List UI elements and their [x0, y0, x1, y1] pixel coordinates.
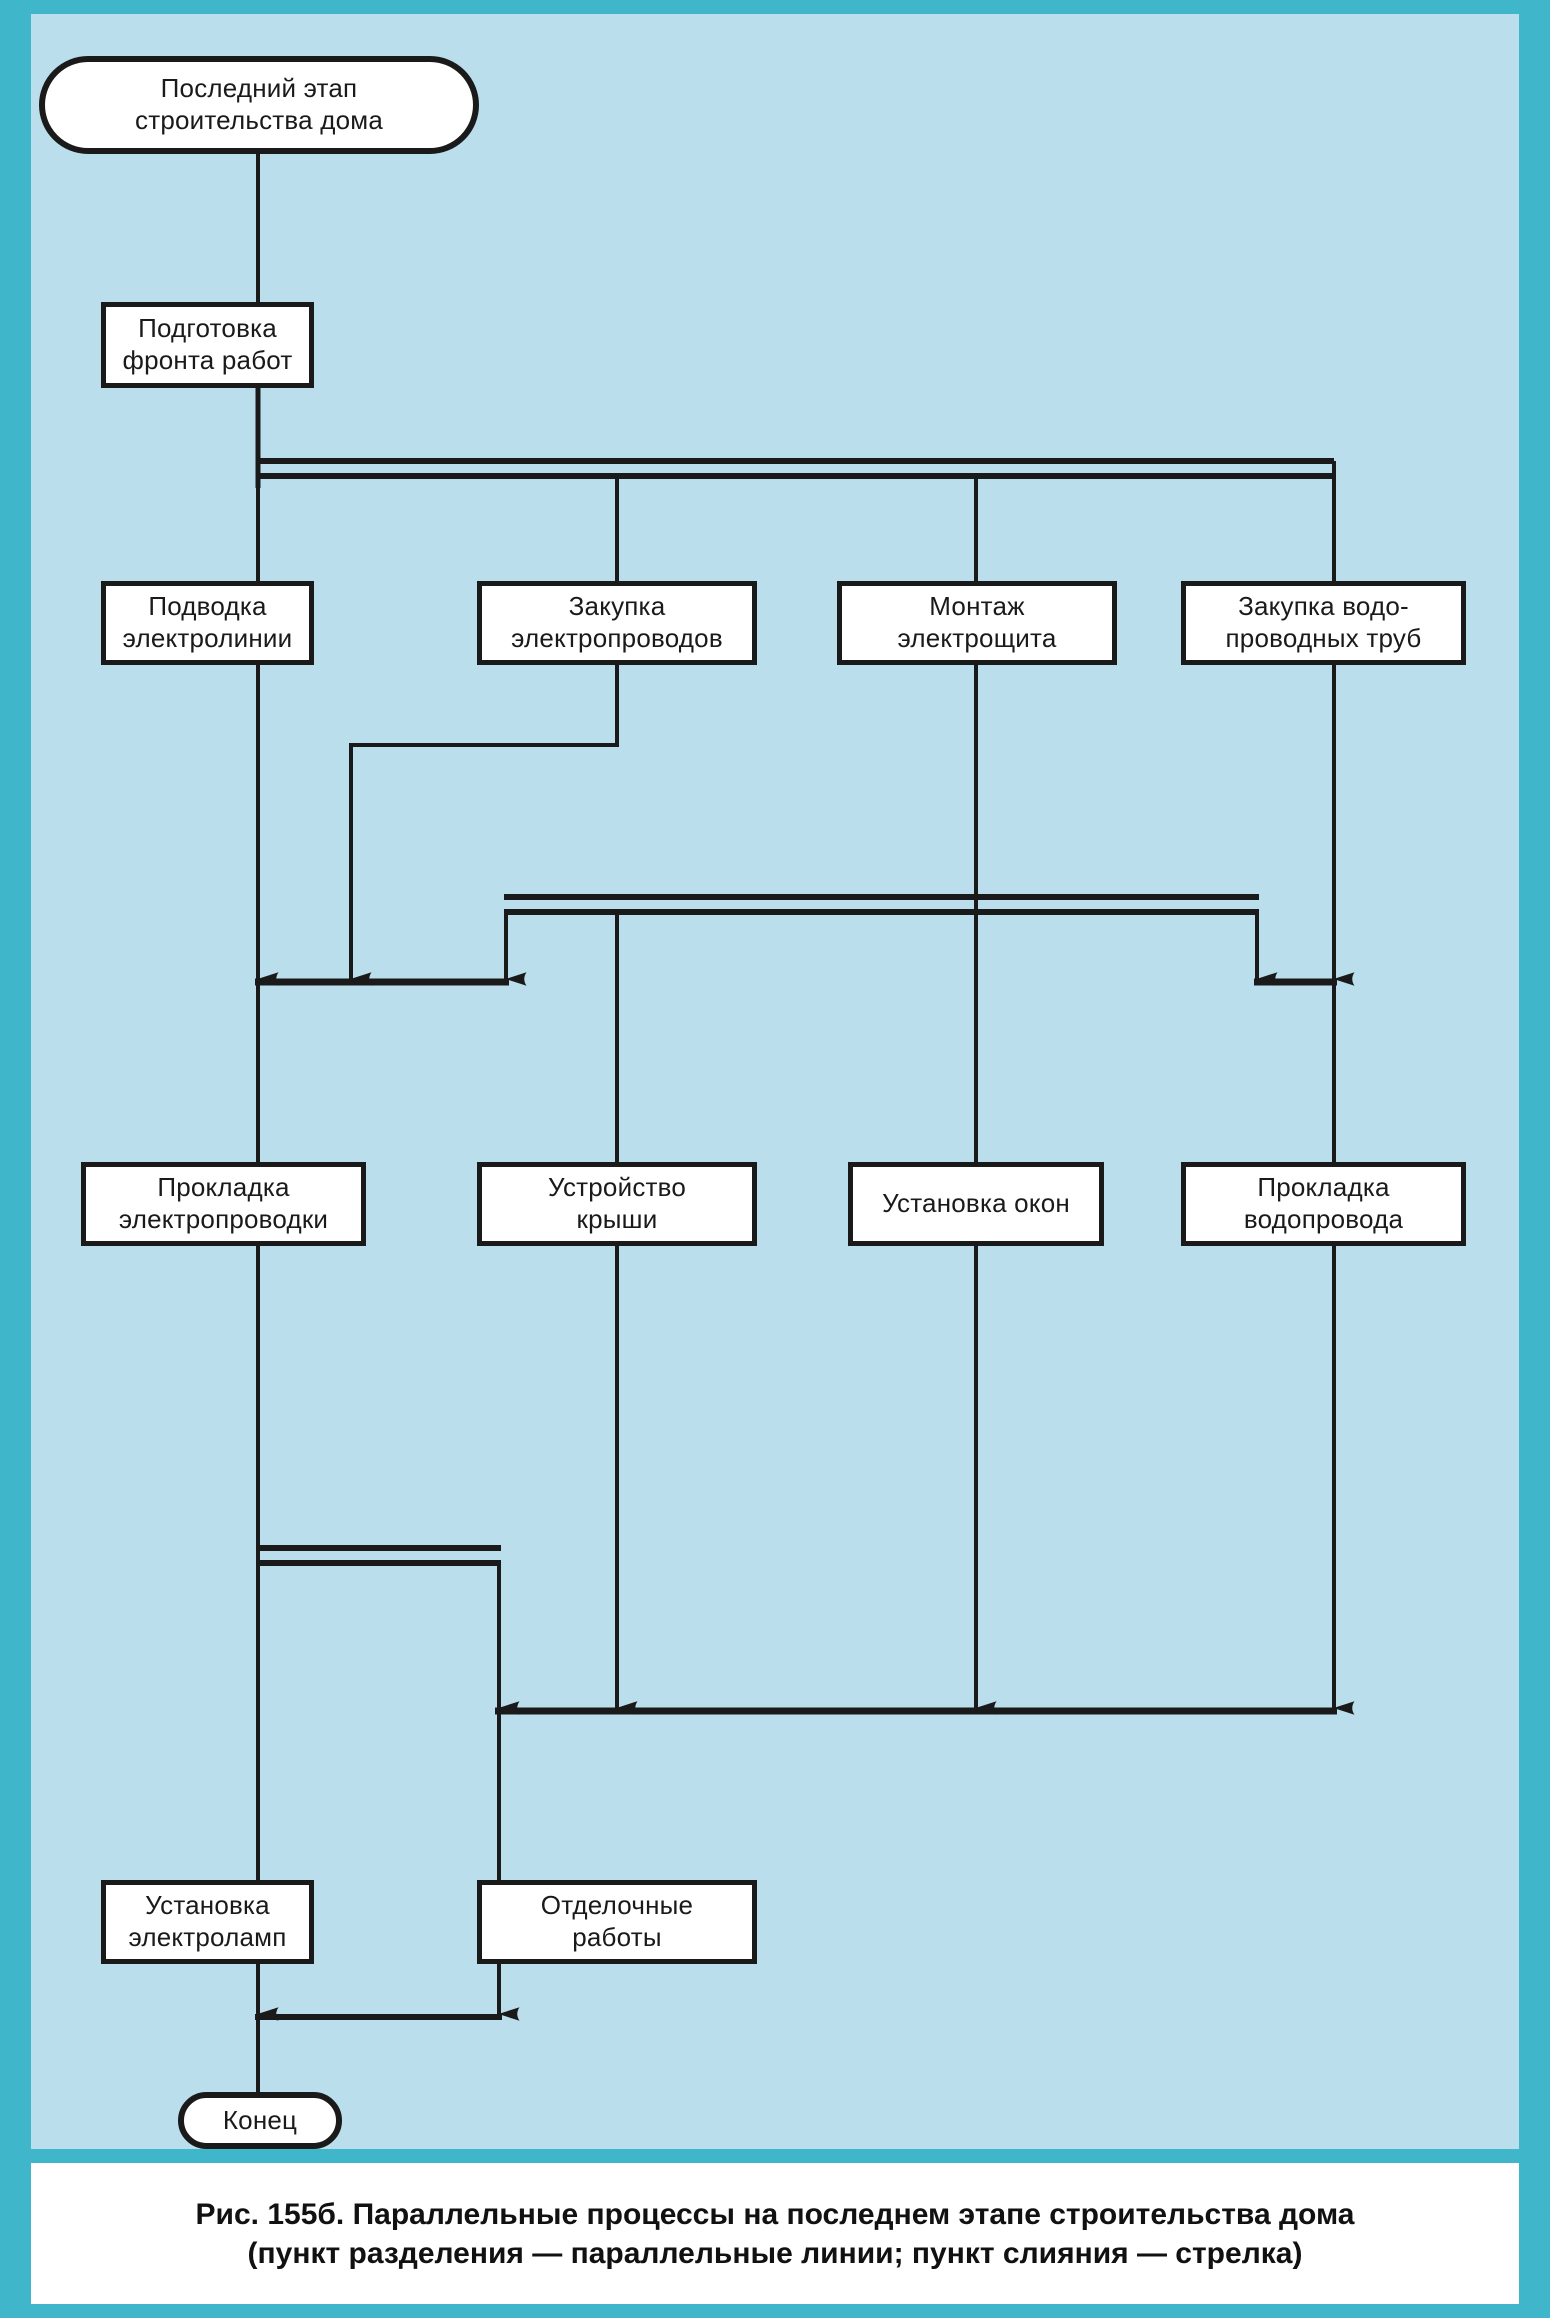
node-buy-water-pipes[interactable]: Закупка водо-проводных труб: [1181, 581, 1466, 665]
node-end-label: Конец: [222, 2104, 298, 2135]
caption-line-1: Рис. 155б. Параллельные процессы на посл…: [195, 2197, 1355, 2231]
node-buy-water-pipes-label: Закупка водо-проводных труб: [1225, 591, 1422, 653]
figure-caption: Рис. 155б. Параллельные процессы на посл…: [31, 2163, 1519, 2304]
caption-line-2: (пункт разделения — параллельные линии; …: [247, 2236, 1303, 2270]
fork-bar-1: [258, 458, 1334, 479]
node-install-windows-label: Установка окон: [882, 1188, 1070, 1219]
fork-bar-2: [504, 894, 1259, 915]
node-end[interactable]: Конец: [178, 2092, 342, 2149]
flowchart-connectors: [255, 150, 1355, 2092]
fork-bar-3: [258, 1545, 501, 1566]
edge-p2-to-merge1: [349, 665, 619, 986]
node-install-windows[interactable]: Установка окон: [848, 1162, 1104, 1246]
